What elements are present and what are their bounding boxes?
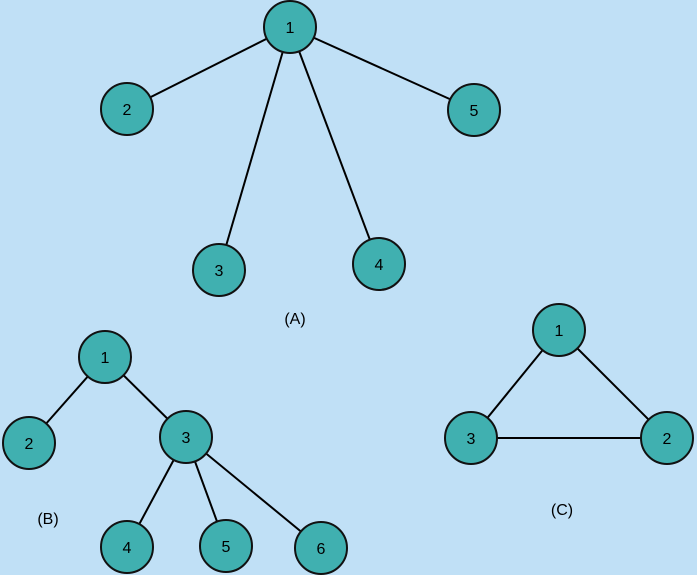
node-circle xyxy=(294,521,348,575)
node-label: 4 xyxy=(123,540,132,557)
node-c-2: 2 xyxy=(640,411,694,465)
node-b-3: 3 xyxy=(159,410,213,464)
node-circle xyxy=(2,416,56,470)
node-label: 1 xyxy=(555,323,564,340)
edge-a-1-4 xyxy=(289,26,380,265)
node-circle xyxy=(447,83,501,137)
node-label: 2 xyxy=(123,102,132,119)
node-b-6: 6 xyxy=(294,521,348,575)
node-label: 6 xyxy=(317,541,326,558)
edge-a-1-2 xyxy=(126,26,291,110)
node-circle xyxy=(444,411,498,465)
node-b-5: 5 xyxy=(199,519,253,573)
node-a-5: 5 xyxy=(447,83,501,137)
node-label: 2 xyxy=(25,436,34,453)
node-circle xyxy=(100,82,154,136)
edge-a-1-5 xyxy=(289,26,475,111)
node-label: 5 xyxy=(222,539,231,556)
node-b-4: 4 xyxy=(100,520,154,574)
node-b-2: 2 xyxy=(2,416,56,470)
node-circle xyxy=(100,520,154,574)
node-label: 1 xyxy=(101,350,110,367)
node-circle xyxy=(199,519,253,573)
node-circle xyxy=(640,411,694,465)
node-a-4: 4 xyxy=(352,237,406,291)
node-label: 3 xyxy=(182,430,191,447)
node-label: 3 xyxy=(215,263,224,280)
node-label: 3 xyxy=(467,431,476,448)
node-label: 1 xyxy=(286,20,295,37)
edge-b-3-6 xyxy=(185,436,322,549)
caption-c: (C) xyxy=(551,502,573,519)
node-circle xyxy=(78,330,132,384)
node-label: 5 xyxy=(470,103,479,120)
node-circle xyxy=(263,0,317,54)
node-a-2: 2 xyxy=(100,82,154,136)
node-c-1: 1 xyxy=(532,303,586,357)
node-a-3: 3 xyxy=(192,243,246,297)
node-circle xyxy=(159,410,213,464)
caption-a: (A) xyxy=(284,311,305,328)
node-c-3: 3 xyxy=(444,411,498,465)
node-circle xyxy=(192,243,246,297)
edge-a-1-3 xyxy=(218,26,291,271)
node-circle xyxy=(532,303,586,357)
node-label: 4 xyxy=(375,257,384,274)
node-b-1: 1 xyxy=(78,330,132,384)
node-a-1: 1 xyxy=(263,0,317,54)
node-label: 2 xyxy=(663,431,672,448)
node-circle xyxy=(352,237,406,291)
caption-b: (B) xyxy=(37,511,58,528)
